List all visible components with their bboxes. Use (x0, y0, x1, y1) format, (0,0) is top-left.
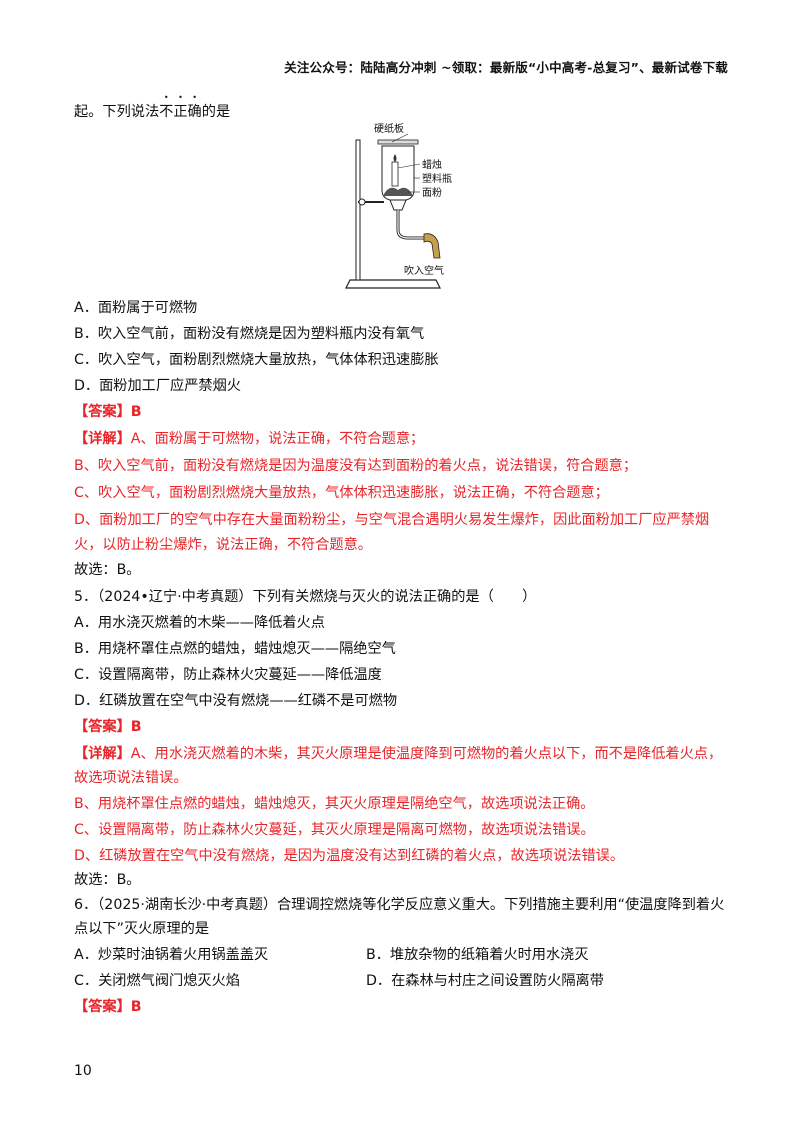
q4-stem-suffix: 的是 (201, 104, 231, 120)
q4-answer-value: B (130, 404, 142, 420)
q6-stem-line-1: 6．（2025·湖南长沙·中考真题）合理调控燃烧等化学反应意义重大。下列措施主要… (74, 897, 725, 913)
q5-answer-tag: 【答案】 (74, 719, 131, 735)
q4-answer-tag: 【答案】 (74, 404, 131, 420)
q4-answer: 【答案】B (74, 401, 142, 421)
figure-label-bottle: 塑料瓶 (422, 172, 452, 185)
q4-detail-text-1: A、面粉属于可燃物，说法正确，不符合题意； (130, 431, 425, 447)
page-header: 关注公众号：陆陆高分冲刺 ~领取：最新版“小中高考-总复习”、最新试卷下载 (284, 60, 728, 75)
q6-option-c: C．关闭燃气阀门熄灭火焰 (74, 973, 240, 989)
q4-stem-emph-3: 确 (188, 104, 202, 120)
q5-conclusion: 故选：B。 (74, 872, 141, 888)
figure-label-flour: 面粉 (422, 186, 442, 199)
q4-stem-emph-1: 不 (159, 104, 173, 120)
q4-stem-prefix: 起。下列说法 (74, 104, 160, 120)
q5-answer-value: B (130, 719, 142, 735)
q5-option-c: C．设置隔离带，防止森林火灾蔓延——降低温度 (74, 667, 382, 683)
q6-answer-value: B (130, 999, 142, 1015)
q5-detail-text-1: A、用水浇灭燃着的木柴，其灭火原理是使温度降到可燃物的着火点以下，而不是降低着火… (130, 746, 723, 762)
q5-detail-line-3: B、用烧杯罩住点燃的蜡烛，蜡烛熄灭，其灭火原理是隔绝空气，故选项说法正确。 (74, 796, 595, 812)
q5-detail-line-4: C、设置隔离带，防止森林火灾蔓延，其灭火原理是隔离可燃物，故选项说法错误。 (74, 822, 595, 838)
q5-answer: 【答案】B (74, 716, 142, 736)
q5-detail-line-2: 故选项说法错误。 (74, 770, 188, 786)
q5-detail-line-5: D、红磷放置在空气中没有燃烧，是因为温度没有达到红磷的着火点，故选项说法错误。 (74, 848, 625, 864)
q4-option-b: B．吹入空气前，面粉没有燃烧是因为塑料瓶内没有氧气 (74, 326, 425, 342)
q5-detail-line-1: 【详解】A、用水浇灭燃着的木柴，其灭火原理是使温度降到可燃物的着火点以下，而不是… (74, 743, 722, 763)
q6-option-a: A．炒菜时油锅着火用锅盖盖灭 (74, 947, 269, 963)
q4-detail-line-3: C、吹入空气，面粉剧烈燃烧大量放热，气体体积迅速膨胀，说法正确，不符合题意； (74, 485, 609, 501)
q5-stem: 5．（2024•辽宁·中考真题）下列有关燃烧与灭火的说法正确的是（ ） (74, 589, 537, 605)
q4-conclusion: 故选：B。 (74, 562, 141, 578)
q4-detail-tag: 【详解】 (74, 431, 131, 447)
q4-stem-emph-2: 正 (173, 104, 187, 120)
q5-option-d: D．红磷放置在空气中没有燃烧——红磷不是可燃物 (74, 693, 398, 709)
q4-option-d: D．面粉加工厂应严禁烟火 (74, 378, 241, 394)
q6-option-b: B．堆放杂物的纸箱着火时用水浇灭 (366, 947, 589, 963)
q6-answer-tag: 【答案】 (74, 999, 131, 1015)
q6-option-d: D．在森林与村庄之间设置防火隔离带 (366, 973, 604, 989)
q4-detail-line-5: 火，以防止粉尘爆炸，说法正确，不符合题意。 (74, 537, 372, 553)
q4-option-c: C．吹入空气，面粉剧烈燃烧大量放热，气体体积迅速膨胀 (74, 352, 439, 368)
figure-label-board: 硬纸板 (374, 122, 404, 135)
figure-label-candle: 蜡烛 (422, 158, 442, 171)
q5-option-a: A．用水浇灭燃着的木柴——降低着火点 (74, 615, 325, 631)
page-number: 10 (74, 1063, 92, 1079)
q6-stem-line-2: 点以下”灭火原理的是 (74, 921, 210, 937)
q4-stem: 起。下列说法不正确的是 (74, 101, 230, 121)
q5-detail-tag: 【详解】 (74, 746, 131, 762)
q4-detail-line-1: 【详解】A、面粉属于可燃物，说法正确，不符合题意； (74, 428, 424, 448)
q4-option-a: A．面粉属于可燃物 (74, 300, 198, 316)
q4-detail-line-4: D、面粉加工厂的空气中存在大量面粉粉尘，与空气混合遇明火易发生爆炸，因此面粉加工… (74, 512, 710, 528)
q6-answer: 【答案】B (74, 996, 142, 1016)
q5-option-b: B．用烧杯罩住点燃的蜡烛，蜡烛熄灭——隔绝空气 (74, 641, 396, 657)
figure-label-air: 吹入空气 (404, 264, 444, 277)
q4-detail-line-2: B、吹入空气前，面粉没有燃烧是因为温度没有达到面粉的着火点，说法错误，符合题意； (74, 458, 638, 474)
flour-explosion-apparatus-figure: 硬纸板 蜡烛 塑料瓶 面粉 吹入空气 (340, 120, 480, 292)
